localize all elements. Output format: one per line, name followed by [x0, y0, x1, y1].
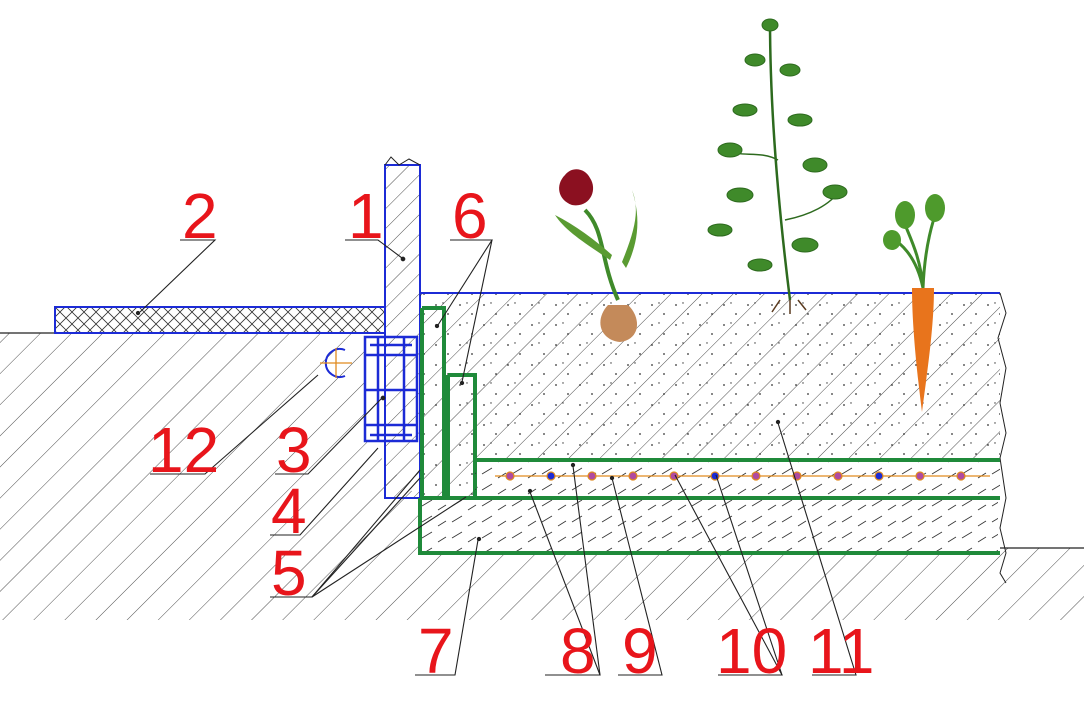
drain-pipe — [628, 471, 638, 481]
drain-pipe — [546, 471, 556, 481]
leader-lines — [135, 239, 857, 676]
callout-2: 2 — [182, 180, 218, 252]
callout-6: 6 — [452, 180, 488, 252]
drain-pipe — [874, 471, 884, 481]
drain-pipe — [956, 471, 966, 481]
callout-8: 8 — [560, 615, 596, 687]
drainage-layer — [475, 458, 1000, 500]
drain-pipe — [751, 471, 761, 481]
callout-11: 11 — [808, 615, 874, 687]
section-marker-icon — [320, 348, 352, 378]
building-wall — [384, 156, 421, 499]
drain-pipe — [915, 471, 925, 481]
tulip-bulb-icon — [555, 169, 638, 342]
drain-pipe — [505, 471, 515, 481]
drain-pipes — [505, 471, 966, 481]
paving-slab — [54, 306, 386, 334]
callout-12: 12 — [148, 414, 219, 486]
drain-pipe — [833, 471, 843, 481]
carrot-icon — [883, 194, 945, 412]
callout-4: 4 — [271, 475, 307, 547]
herb-plant-icon — [707, 18, 848, 314]
callout-7: 7 — [418, 615, 454, 687]
callouts: 1 2 3 4 5 6 7 8 9 10 11 12 — [148, 180, 874, 687]
drainage-cage — [363, 335, 419, 443]
callout-1: 1 — [348, 180, 384, 252]
callout-3: 3 — [276, 414, 312, 486]
drain-pipe — [587, 471, 597, 481]
callout-10: 10 — [716, 615, 787, 687]
callout-9: 9 — [622, 615, 658, 687]
callout-5: 5 — [271, 537, 307, 609]
fertile-soil-layer — [420, 292, 1007, 584]
base-layer — [418, 498, 1000, 555]
